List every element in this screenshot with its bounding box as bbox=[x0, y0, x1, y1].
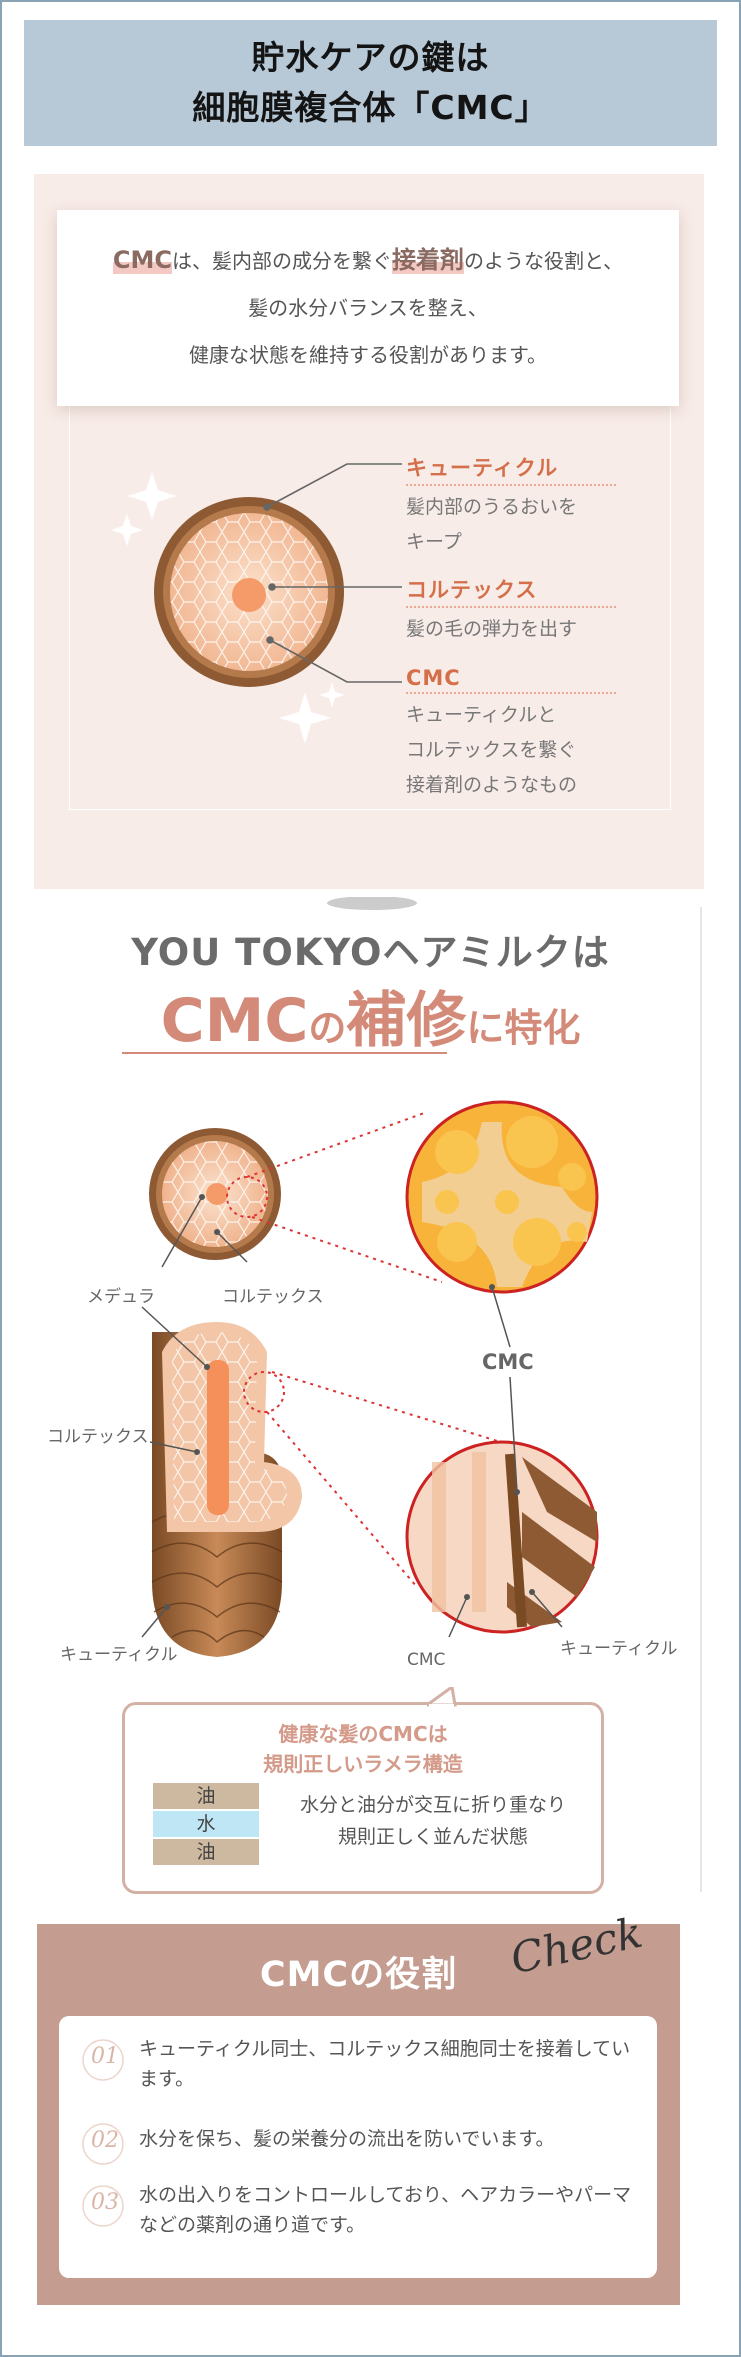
intro-box: CMCは、髪内部の成分を繋ぐ接着剤のような役割と、 髪の水分バランスを整え、 健… bbox=[57, 210, 679, 406]
divider-line bbox=[700, 907, 702, 1892]
intro-line-2: 髪の水分バランスを整え、 bbox=[248, 296, 488, 320]
title-repair: 補修 bbox=[346, 986, 467, 1056]
item-text: 水分を保ち、髪の栄養分の流出を防いでいます。 bbox=[139, 2128, 555, 2150]
number-circle-icon bbox=[82, 2039, 124, 2081]
label-cuticle: キューティクル 髪内部のうるおいを キープ bbox=[406, 452, 616, 560]
callout-desc: 水分と油分が交互に折り重なり 規則正しく並んだ状態 bbox=[283, 1789, 583, 1853]
cmc-title: CMC bbox=[406, 666, 616, 694]
cortex-title: コルテックス bbox=[406, 574, 616, 608]
page-header: 貯水ケアの鍵は 細胞膜複合体「CMC」 bbox=[24, 20, 717, 146]
item-number: 02 bbox=[91, 2128, 119, 2153]
label-cuticle-bottom: キューティクル bbox=[60, 1645, 178, 1665]
item-text: 水の出入りをコントロールしており、ヘアカラーやパーマなどの薬剤の通り道です。 bbox=[139, 2184, 632, 2236]
label-cmc-bottom: CMC bbox=[407, 1650, 446, 1670]
check-text: Check bbox=[506, 1907, 647, 1984]
title-cmc: CMC bbox=[160, 986, 309, 1056]
check-script-label: Check bbox=[480, 1907, 670, 1987]
label-cortex-top: コルテックス bbox=[222, 1287, 324, 1307]
cortex-desc-1: 髪の毛の弾力を出す bbox=[406, 618, 578, 640]
cmc-desc-1: キューティクルと bbox=[406, 704, 557, 726]
lamella-oil-1: 油 bbox=[153, 1783, 259, 1809]
header-line-1: 貯水ケアの鍵は bbox=[251, 38, 490, 77]
callout-desc-2: 規則正しく並んだ状態 bbox=[337, 1826, 528, 1848]
lamellar-callout: 健康な髪のCMCは 規則正しいラメラ構造 油 水 油 水分と油分が交互に折り重な… bbox=[122, 1702, 604, 1894]
section2-title-line-1: YOU TOKYOヘアミルクは bbox=[131, 931, 610, 974]
hair-structure-diagram bbox=[141, 1100, 599, 1657]
intro-line-1: CMCは、髪内部の成分を繋ぐ接着剤のような役割と、 bbox=[112, 237, 624, 285]
number-circle-icon bbox=[82, 2123, 124, 2165]
label-cmc-mid: CMC bbox=[482, 1350, 534, 1374]
lamella-oil-2: 油 bbox=[153, 1839, 259, 1865]
callout-title-1: 健康な髪のCMCは bbox=[278, 1722, 448, 1746]
intro-highlight-cmc: CMC bbox=[112, 246, 172, 274]
item-text: キューティクル同士、コルテックス細胞同士を接着しています。 bbox=[139, 2038, 631, 2090]
role-title: CMCの役割 bbox=[259, 1955, 458, 1995]
label-cortex: コルテックス 髪の毛の弾力を出す bbox=[406, 574, 616, 647]
intro-text-1: は、髪内部の成分を繋ぐ bbox=[171, 249, 392, 273]
cmc-desc-2: コルテックスを繋ぐ bbox=[406, 739, 577, 761]
item-number: 03 bbox=[91, 2190, 119, 2215]
cmc-desc-3: 接着剤のようなもの bbox=[406, 774, 578, 796]
callout-title: 健康な髪のCMCは 規則正しいラメラ構造 bbox=[125, 1719, 601, 1779]
role-list: 01 キューティクル同士、コルテックス細胞同士を接着しています。 02 水分を保… bbox=[59, 2016, 657, 2278]
intro-text-2: のような役割と、 bbox=[463, 249, 624, 273]
intro-highlight-glue: 接着剤 bbox=[391, 246, 464, 274]
item-number: 01 bbox=[91, 2044, 119, 2069]
cuticle-desc-1: 髪内部のうるおいを bbox=[406, 496, 578, 518]
divider-shadow bbox=[327, 897, 417, 910]
title-underline bbox=[122, 1052, 447, 1054]
hair-cross-section-illustration bbox=[111, 463, 402, 744]
header-line-2: 細胞膜複合体「CMC」 bbox=[192, 88, 549, 127]
label-cortex-side: コルテックス bbox=[47, 1427, 149, 1447]
role-section: CMCの役割 01 キューティクル同士、コルテックス細胞同士を接着しています。 … bbox=[37, 1924, 680, 2305]
label-cuticle-right: キューティクル bbox=[560, 1639, 678, 1659]
cuticle-title: キューティクル bbox=[406, 452, 616, 486]
callout-desc-1: 水分と油分が交互に折り重なり bbox=[299, 1794, 566, 1816]
callout-pointer bbox=[427, 1687, 457, 1707]
callout-title-2: 規則正しいラメラ構造 bbox=[263, 1752, 463, 1776]
cuticle-desc-2: キープ bbox=[406, 531, 462, 553]
sparkle-icon bbox=[111, 472, 345, 744]
number-circle-icon bbox=[82, 2185, 124, 2227]
intro-line-3: 健康な状態を維持する役割があります。 bbox=[189, 343, 547, 367]
label-medulla: メデュラ bbox=[87, 1287, 155, 1307]
section2-title-line-2: CMCの補修に特化 bbox=[2, 972, 739, 1059]
title-tokka: に特化 bbox=[466, 1006, 581, 1050]
label-cmc: CMC キューティクルと コルテックスを繋ぐ 接着剤のようなもの bbox=[406, 666, 616, 803]
title-no: の bbox=[308, 1006, 347, 1050]
lamella-water: 水 bbox=[153, 1811, 259, 1837]
